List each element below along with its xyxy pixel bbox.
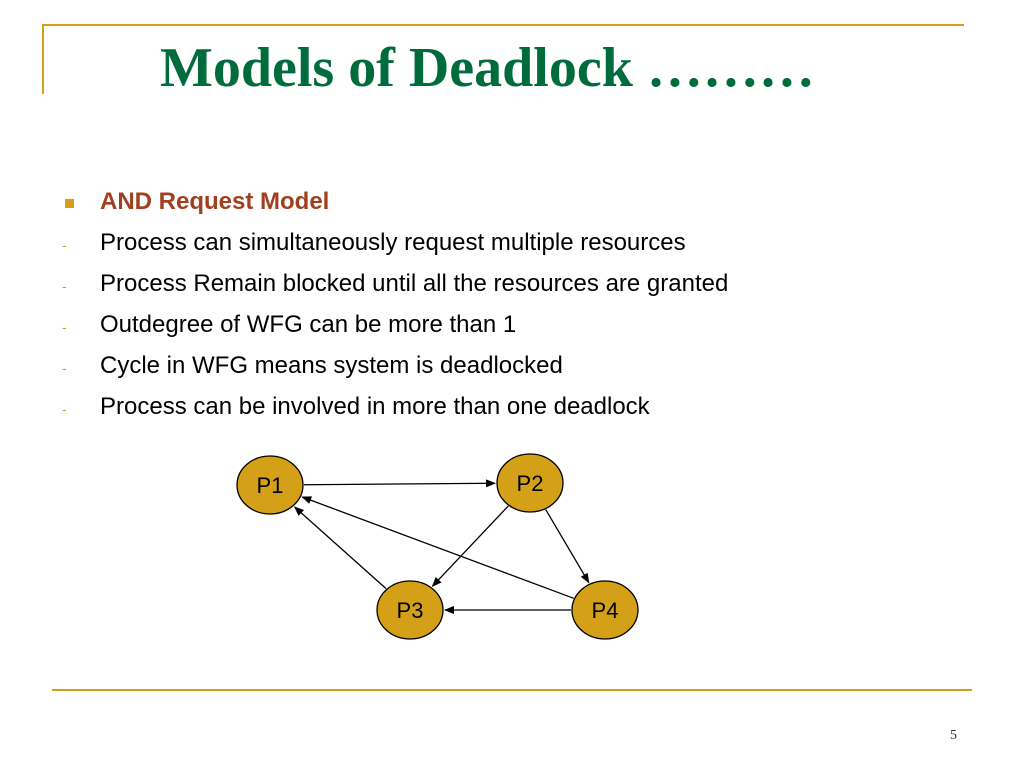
edge-p2-to-p3: [431, 505, 509, 587]
process-node-label: P3: [397, 598, 424, 623]
bullet-text: Outdegree of WFG can be more than 1: [100, 311, 517, 338]
process-node-label: P1: [257, 473, 284, 498]
process-node-p3: P3: [376, 580, 444, 640]
bullet-text: Process Remain blocked until all the res…: [100, 270, 729, 297]
bullet-text: Process can be involved in more than one…: [100, 393, 650, 420]
process-node-shape: [571, 580, 639, 640]
edge-p1-to-p2: [303, 479, 497, 488]
edge-p2-to-p4: [545, 509, 590, 584]
edge-p3-to-p1: [293, 506, 387, 590]
dash-bullet-icon: -: [62, 401, 67, 417]
process-node-shape: [236, 455, 304, 515]
dash-bullet-icon: -: [62, 237, 67, 253]
dash-bullet-icon: -: [62, 319, 67, 335]
bullet-item: - Process can simultaneously request mul…: [60, 225, 960, 266]
process-node-p4: P4: [571, 580, 639, 640]
edge-p4-to-p1: [301, 496, 574, 599]
process-node-shape: [376, 580, 444, 640]
process-node-label: P4: [592, 598, 619, 623]
bullet-item: - Outdegree of WFG can be more than 1: [60, 307, 960, 348]
slide-title: Models of Deadlock ………: [160, 37, 815, 99]
bullet-text: Process can simultaneously request multi…: [100, 229, 686, 256]
process-node-shape: [496, 453, 564, 513]
bullet-item: - Cycle in WFG means system is deadlocke…: [60, 348, 960, 389]
bottom-rule: [52, 689, 972, 691]
dash-bullet-icon: -: [62, 278, 67, 294]
bullet-heading: AND Request Model: [100, 188, 330, 215]
bullet-item: - Process Remain blocked until all the r…: [60, 266, 960, 307]
frame-top-line: [42, 24, 964, 26]
edges-layer: [293, 479, 590, 614]
bullet-text: Cycle in WFG means system is deadlocked: [100, 352, 563, 379]
process-node-p2: P2: [496, 453, 564, 513]
bullet-heading-item: AND Request Model: [60, 184, 960, 225]
bullet-item: - Process can be involved in more than o…: [60, 389, 960, 430]
square-bullet-icon: [65, 199, 74, 208]
process-node-p1: P1: [236, 455, 304, 515]
frame-left-line: [42, 24, 44, 94]
dash-bullet-icon: -: [62, 360, 67, 376]
bullet-list: AND Request Model - Process can simultan…: [60, 184, 960, 430]
process-node-label: P2: [517, 471, 544, 496]
page-number: 5: [950, 728, 957, 743]
